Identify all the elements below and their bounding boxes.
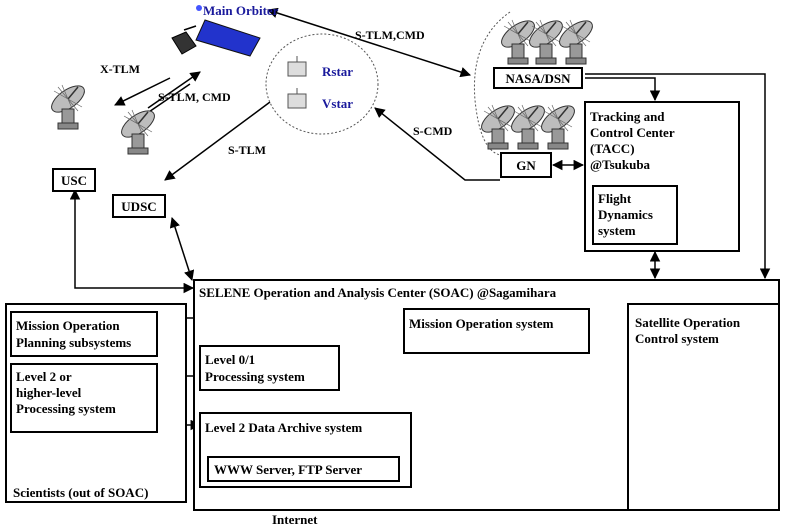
nasa-dsn-station: NASA/DSN (493, 67, 583, 89)
fds-line-1: Flight (598, 191, 632, 206)
www-ftp-server: WWW Server, FTP Server (207, 456, 400, 482)
scmd-label: S-CMD (413, 124, 453, 138)
tacc-box: Tracking and Control Center (TACC) @Tsuk… (584, 101, 740, 252)
internet-label: Internet (272, 512, 318, 527)
sat-op-line-1: Satellite Operation (635, 315, 741, 330)
antenna-dish-icon (116, 104, 160, 155)
tacc-line-2: Control Center (590, 125, 675, 140)
mission-operation-system: Mission Operation system (403, 308, 590, 354)
main-orbiter-label: Main Orbiter (203, 3, 279, 18)
stlm-cmd-dsn-label: S-TLM,CMD (355, 28, 425, 42)
planning-line-2: Planning subsystems (16, 335, 132, 350)
satellite-operation-control-box: Satellite Operation Control system (627, 303, 780, 511)
soac-title: SELENE Operation and Analysis Center (SO… (199, 285, 557, 300)
planning-line-1: Mission Operation (16, 318, 120, 333)
tacc-line-1: Tracking and (590, 109, 665, 124)
level2-line-1: Level 2 or (16, 369, 72, 384)
udsc-station: UDSC (112, 194, 166, 218)
stlm-cmd-label: S-TLM, CMD (158, 90, 231, 104)
tacc-line-4: @Tsukuba (590, 157, 651, 172)
vstar-label: Vstar (322, 96, 354, 111)
stlm-label: S-TLM (228, 143, 267, 157)
flight-dynamics-box: Flight Dynamics system (592, 185, 678, 245)
level01-line-1: Level 0/1 (205, 352, 256, 367)
tacc-line-3: (TACC) (590, 141, 635, 156)
antenna-dish-icon (46, 79, 90, 130)
sat-op-line-2: Control system (635, 331, 719, 346)
mission-planning-box: Mission Operation Planning subsystems (10, 311, 158, 357)
level01-line-2: Processing system (205, 369, 305, 384)
level2-processing-box: Level 2 or higher-level Processing syste… (10, 363, 158, 433)
orbiter-icon (171, 5, 261, 57)
archive-title: Level 2 Data Archive system (205, 420, 363, 435)
xtlm-label: X-TLM (100, 62, 140, 76)
fds-line-3: system (598, 223, 636, 238)
usc-station: USC (52, 168, 96, 192)
scientists-caption: Scientists (out of SOAC) (13, 485, 149, 500)
rstar-label: Rstar (322, 64, 354, 79)
level01-processing-box: Level 0/1 Processing system (199, 345, 340, 391)
gn-station: GN (500, 152, 552, 178)
level2-line-2: higher-level (16, 385, 82, 400)
subsatellite-icon (287, 56, 307, 109)
subsatellite-orbit (265, 33, 379, 135)
level2-archive-box: Level 2 Data Archive system WWW Server, … (199, 412, 412, 488)
level2-line-3: Processing system (16, 401, 116, 416)
fds-line-2: Dynamics (598, 207, 653, 222)
